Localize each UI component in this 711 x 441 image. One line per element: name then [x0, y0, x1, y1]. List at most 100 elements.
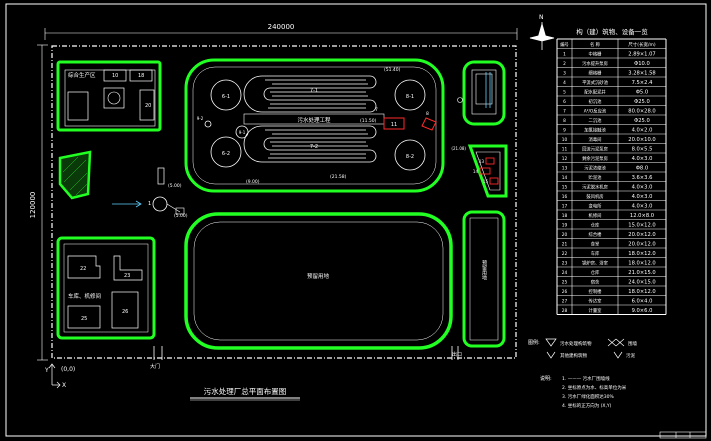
table-cell: 回流污泥泵房	[582, 145, 608, 152]
table-cell: 3	[563, 70, 566, 76]
table-cell: 20.0×12.0	[628, 241, 655, 247]
table-cell: Φ25.0	[634, 118, 650, 124]
table-cell: 20.0×12.0	[628, 232, 655, 238]
pump-label: 1	[148, 201, 151, 207]
warehouse-area	[56, 236, 156, 340]
table-cell: 1	[563, 51, 566, 57]
red-structure-2	[421, 117, 437, 131]
table-cell: 平流式沉砂池	[582, 79, 608, 86]
table-cell: 14	[562, 175, 568, 181]
table-cell: 10	[562, 137, 568, 143]
process-area-boundary	[184, 58, 445, 193]
warehouse-bldg-26	[111, 291, 139, 329]
basin-a-label: 7-1	[310, 88, 318, 94]
green-hatch-left	[62, 156, 88, 196]
legend-item-3: 其他建构筑物	[560, 352, 587, 359]
table-cell: 18.0×12.0	[628, 260, 655, 266]
note-line-4: 4. 坐标的正方向为 (X,Y)	[562, 402, 612, 409]
table-title: 构（建）筑物、设备一览	[576, 27, 648, 36]
table-cell: 4	[563, 80, 566, 86]
reserved-lawn-center	[184, 212, 453, 350]
table-cell: 12	[562, 156, 568, 162]
height-dimension-label: 120000	[29, 192, 37, 219]
inlet	[112, 167, 185, 215]
wh-label-3: 25	[81, 316, 87, 322]
table-cell: 27	[562, 298, 568, 304]
table-cell: Φ8.0	[636, 165, 648, 171]
note-line-1: 1. ——— 污水厂围墙线	[562, 375, 610, 382]
left-elev-label: (9.00)	[246, 179, 260, 185]
table-cell: 28	[562, 308, 568, 314]
table-cell: 18.0×12.0	[628, 289, 655, 295]
table-cell: 22	[562, 251, 568, 257]
table-cell: 17	[562, 203, 568, 209]
office-bldg-3: 20	[145, 103, 151, 109]
origin-axes	[48, 363, 61, 389]
top-dimension	[44, 28, 518, 40]
wh-label-1: 22	[80, 266, 86, 272]
basin-b-label: 7-2	[310, 144, 318, 150]
circle-4-label: 8-2	[406, 154, 414, 160]
table-cell: 食堂	[591, 240, 600, 247]
table-cell: 21	[562, 241, 568, 247]
table-cell: 16	[562, 194, 568, 200]
table-cell: 消毒间	[589, 136, 602, 143]
table-cell: 传达室	[589, 297, 603, 304]
note-line-2: 2. 坐标原点为水、标高单位为米	[562, 384, 627, 391]
table-cell: 变电所	[589, 202, 603, 209]
notes-label: 说明:	[540, 375, 552, 382]
table-cell: 8.0×5.5	[632, 146, 653, 152]
circle-5-label: 9-1	[239, 130, 246, 135]
table-cell: 4.0×3.0	[632, 156, 653, 162]
table-cell: 9.0×6.0	[632, 308, 653, 314]
table-cell: Φ10.0	[634, 61, 650, 67]
note-line-3: 3. 污水厂绿化面积达30%	[562, 393, 614, 400]
pump-point-label: (51.40)	[384, 67, 401, 73]
table-cell: 7	[563, 108, 566, 114]
green-patch-left	[58, 150, 92, 200]
gate-right-label: 出口	[452, 351, 462, 358]
site-wall	[51, 45, 517, 359]
table-cell: 26	[562, 289, 568, 295]
table-cell: 污泥脱水机房	[582, 183, 608, 190]
table-cell: 4.0×3.0	[632, 194, 653, 200]
sludge-area	[467, 144, 508, 198]
table-cell: 4.0×2.0	[632, 127, 653, 133]
table-cell: Φ5.0	[636, 89, 648, 95]
circle-2-label: 6-2	[222, 151, 230, 157]
wh-label-4: 26	[122, 309, 128, 315]
lawn-center-label: 预留用地	[307, 272, 330, 280]
legend-item-1: 污水处理构筑物	[560, 340, 592, 347]
origin-label: (0,0)	[61, 366, 75, 373]
left-dimension	[37, 44, 48, 361]
table-cell: 3.6×3.6	[632, 175, 653, 181]
table-cell: 初沉池	[589, 98, 603, 105]
mid-elev-label: (21.58)	[330, 174, 347, 180]
table-cell: 机修间	[589, 212, 602, 219]
table-cell: 15.0×12.0	[628, 222, 655, 228]
north-label: N	[539, 14, 544, 21]
table-cell: 计量室	[589, 307, 603, 314]
warehouse-area-label: 车库、机修间	[68, 292, 101, 300]
x-axis-label: X	[62, 382, 66, 389]
table-cell: 11	[562, 146, 568, 152]
legend-symbols	[545, 338, 625, 359]
table-cell: 6.0×4.0	[632, 298, 653, 304]
sludge-box-2	[479, 167, 491, 175]
legend-item-4: 污泥	[626, 352, 635, 359]
table-cell: 贮泥池	[589, 174, 603, 181]
office-area	[56, 60, 162, 132]
small-7-label: 7	[375, 107, 378, 113]
green-area-label: (21.08)	[451, 146, 466, 151]
red-structure-label: 11	[391, 122, 397, 128]
table-cell: 21.0×15.0	[628, 270, 655, 276]
table-cell: 23	[562, 260, 568, 266]
table-cell: 15	[562, 184, 568, 190]
table-cell: 4.0×3.0	[632, 203, 653, 209]
table-cell: Φ25.0	[634, 99, 650, 105]
y-axis-label: Y	[44, 367, 49, 374]
table-header-cell: 编号	[560, 41, 569, 48]
table-cell: 锅炉房、浴室	[582, 259, 608, 266]
table-cell: 24.0×15.0	[628, 279, 655, 285]
